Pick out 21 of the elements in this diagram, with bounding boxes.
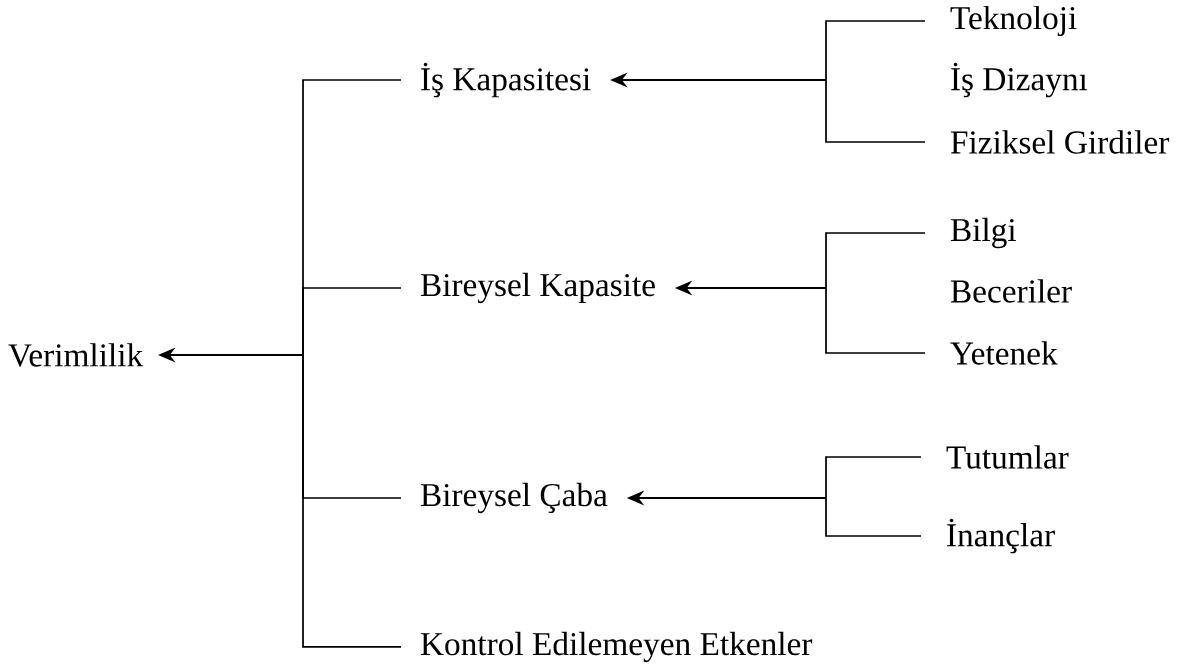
- label-text: Teknoloji: [950, 5, 1077, 37]
- label-text: Bireysel Kapasite: [420, 272, 655, 304]
- label-text: Fiziksel Girdiler: [950, 130, 1170, 154]
- label-text: İş Dizaynı: [951, 62, 1088, 98]
- label-text: Verimlilik: [8, 343, 144, 367]
- connector-line: [825, 79, 926, 143]
- label-text: Beceriler: [950, 279, 1072, 303]
- connector-line: [825, 232, 926, 289]
- label-text: Kontrol Edilemeyen Etkenler: [420, 631, 813, 663]
- connector-line: [825, 456, 922, 499]
- connector-line: [825, 20, 926, 81]
- label-text: Yetenek: [950, 341, 1058, 365]
- connector-line: [825, 497, 922, 537]
- label-text: Tutumlar: [946, 445, 1069, 469]
- label-text: İnançlar: [947, 518, 1055, 554]
- label-text: Bireysel Çaba: [420, 482, 608, 514]
- connector-line: [825, 287, 926, 354]
- label-text: Bilgi: [950, 217, 1016, 249]
- connector-line: [302, 287, 402, 356]
- label-text: İş Kapasitesi: [421, 62, 591, 98]
- connector-line: [302, 354, 402, 648]
